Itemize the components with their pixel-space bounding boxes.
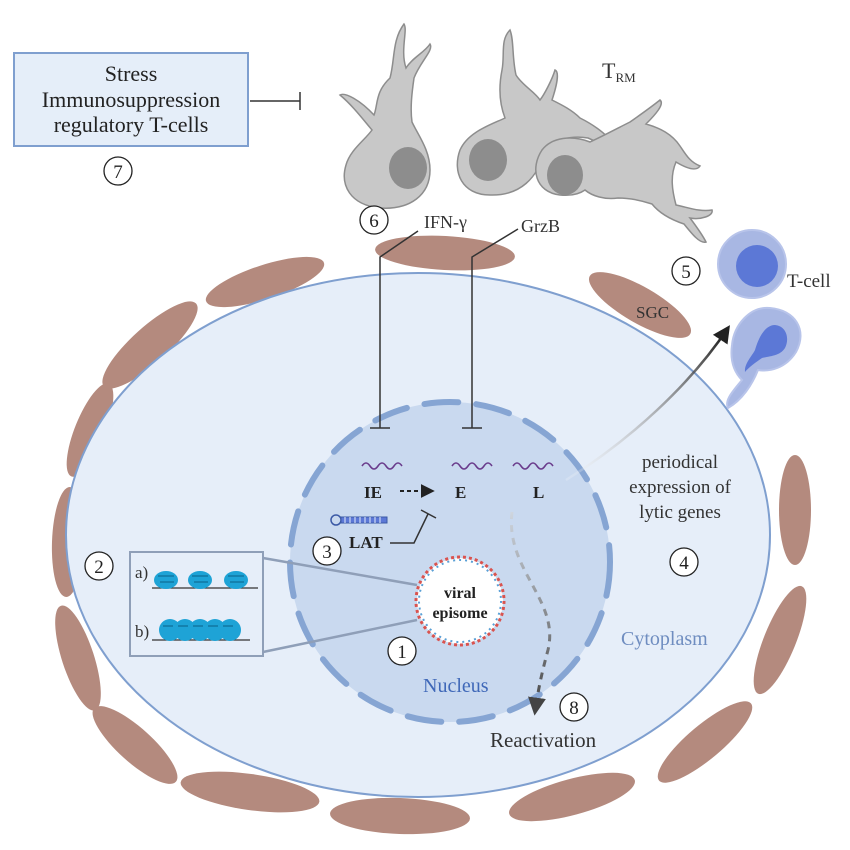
sgc-label: SGC: [636, 303, 669, 322]
tcells: [717, 229, 802, 410]
sgc-blob: [657, 701, 753, 783]
ifn-label: IFN-γ: [424, 212, 467, 232]
satellite-glial-cells: [51, 235, 811, 835]
episome-strand-red: [414, 555, 506, 647]
lat-label: LAT: [349, 533, 383, 552]
trm-nucleus: [389, 147, 427, 189]
e-label: E: [455, 483, 466, 502]
transcripts: [361, 462, 554, 470]
periodical-line-2: expression of: [629, 477, 732, 498]
sgc-blob: [180, 771, 320, 813]
sgc-blob: [753, 585, 807, 695]
chromatin-b-nucleosomes: [152, 619, 250, 641]
chromatin-a-label: a): [135, 563, 148, 582]
inset-connector-top: [262, 556, 418, 587]
trm-cells: [338, 22, 713, 243]
step-8-marker: 8: [559, 692, 589, 722]
svg-text:7: 7: [113, 162, 123, 183]
step-6-marker: 6: [359, 205, 389, 235]
stress-line-immunosuppression: Immunosuppression: [41, 86, 221, 112]
periodical-line-1: periodical: [642, 452, 718, 473]
grzb-label: GrzB: [521, 216, 560, 236]
episome-strand-blue: [418, 559, 502, 643]
step-5-marker: 5: [671, 256, 701, 286]
tcell-label: T-cell: [787, 271, 831, 292]
trm-label: TRM: [602, 58, 636, 85]
tcell-top-nucleus: [736, 245, 778, 287]
l-transcript-wave: [512, 462, 554, 470]
sgc-blob: [779, 455, 811, 565]
sgc-blob: [55, 605, 101, 711]
grzb-inhibit-line: [471, 228, 519, 428]
tcell-bottom-nucleus: [744, 325, 788, 372]
step-4-marker: 4: [669, 547, 699, 577]
sgc-blob: [205, 256, 325, 308]
episome-label-viral: viral: [444, 585, 477, 602]
reactivation-label: Reactivation: [490, 728, 597, 752]
trm-nucleus: [547, 155, 583, 195]
step-1-marker: 1: [387, 636, 417, 666]
svg-text:3: 3: [322, 542, 332, 563]
stress-factors-box: Stress Immunosuppression regulatory T-ce…: [13, 52, 249, 147]
sgc-blob: [66, 383, 114, 477]
ie-transcript-wave: [361, 462, 403, 470]
tcell-bottom: [726, 306, 802, 410]
svg-text:1: 1: [397, 642, 407, 663]
ifn-inhibit-line: [379, 230, 419, 428]
lytic-to-tcell-arrow: [565, 325, 730, 482]
chromatin-b-label: b): [135, 622, 149, 641]
svg-text:8: 8: [569, 698, 579, 719]
sgc-blob: [330, 797, 470, 835]
nucleus-label: Nucleus: [423, 675, 489, 697]
lat-rna-icon: [330, 514, 388, 526]
ie-label: IE: [364, 483, 382, 502]
chromatin-a-nucleosomes: [152, 571, 258, 589]
stress-line-stress: Stress: [104, 60, 158, 86]
step-3-marker: 3: [312, 536, 342, 566]
episome-label-episome: episome: [432, 605, 487, 622]
sgc-blob: [102, 301, 198, 389]
sgc-blob: [375, 235, 515, 271]
sgc-blob: [92, 706, 178, 784]
step-7-marker: 7: [103, 156, 133, 186]
svg-text:6: 6: [369, 211, 379, 232]
viral-episome: [417, 558, 503, 644]
stress-line-regulatory-tcells: regulatory T-cells: [53, 112, 209, 138]
reactivation-arrow: [509, 511, 552, 716]
inset-connector-bottom: [262, 618, 418, 654]
trm-cell-right: [535, 99, 713, 243]
sgc-blob: [588, 272, 692, 338]
svg-text:5: 5: [681, 262, 691, 283]
svg-text:2: 2: [94, 557, 104, 578]
trm-nucleus: [469, 139, 507, 181]
step-2-marker: 2: [84, 551, 114, 581]
periodical-line-3: lytic genes: [639, 502, 721, 523]
lat-inhibit-bar: [420, 509, 437, 519]
lat-inhibit-line: [390, 513, 429, 544]
svg-text:4: 4: [679, 553, 689, 574]
cytoplasm-label: Cytoplasm: [621, 628, 708, 650]
e-transcript-wave: [451, 462, 493, 470]
sgc-blob: [509, 772, 635, 822]
l-label: L: [533, 483, 544, 502]
